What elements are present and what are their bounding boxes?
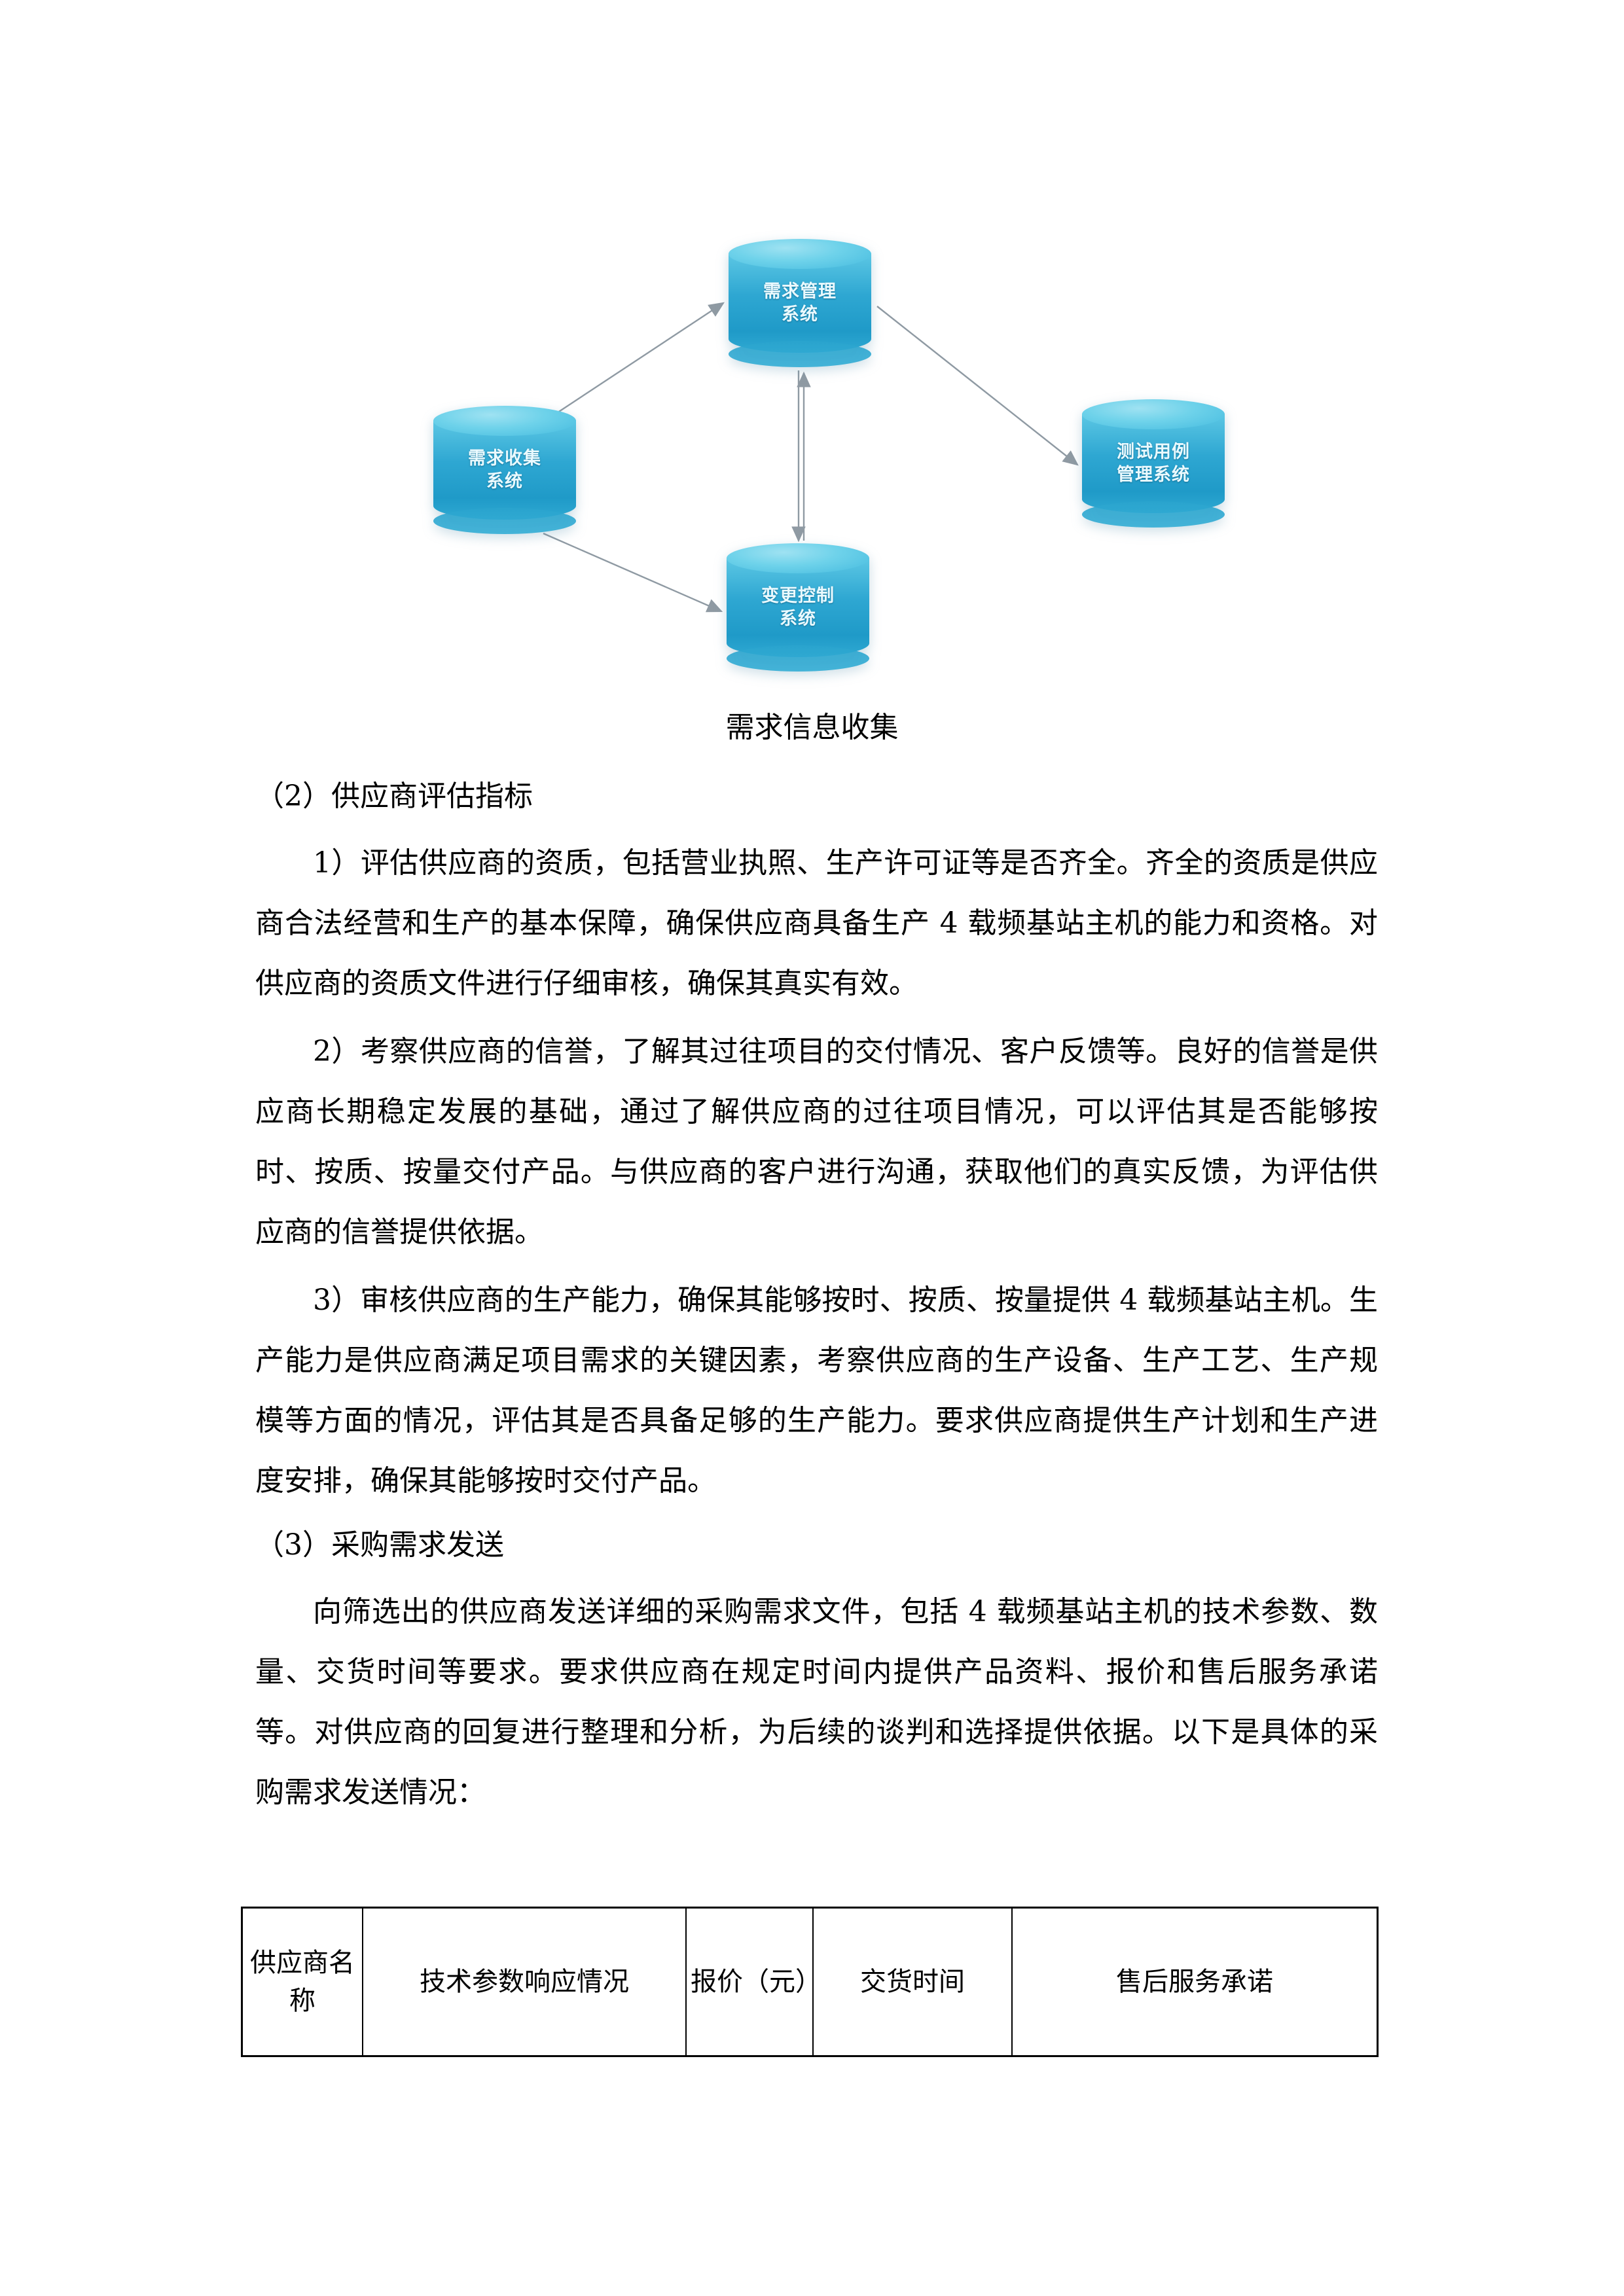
cylinder-icon: [1082, 399, 1225, 528]
diagram-arrows-layer: [537, 302, 1079, 613]
table-header-technical-parameters: 技术参数响应情况: [362, 1907, 687, 2056]
arrow-management-to-test-case: [876, 306, 1079, 466]
table-header-quoted-price: 报价（元）: [685, 1907, 821, 2056]
paragraph-3-1: 向筛选出的供应商发送详细的采购需求文件，包括 4 载频基站主机的技术参数、数量、…: [255, 1595, 1378, 1809]
node-test-case-management-system[interactable]: 测试用例 管理系统: [1082, 399, 1225, 528]
paragraph-2-3: 3）审核供应商的生产能力，确保其能够按时、按质、按量提供 4 载频基站主机。生产…: [255, 1283, 1378, 1498]
arrow-collection-to-change-control: [543, 532, 723, 613]
table-header-row: 供应商名称 技术参数响应情况 报价（元） 交货时间 售后服务承诺: [242, 1907, 1378, 2056]
figure-caption: 需求信息收集: [725, 711, 899, 744]
paragraph-2-2: 2）考察供应商的信誉，了解其过往项目的交付情况、客户反馈等。良好的信誉是供应商长…: [255, 1035, 1378, 1249]
procurement-table-wrapper: 供应商名称 技术参数响应情况 报价（元） 交货时间 售后服务承诺: [241, 1907, 1379, 2057]
table-header-after-sales-commitment: 售后服务承诺: [1011, 1907, 1378, 2056]
section-heading-2: （2）供应商评估指标: [255, 780, 533, 813]
cylinder-icon: [727, 543, 869, 672]
node-requirement-collection-system[interactable]: 需求收集 系统: [433, 406, 576, 534]
paragraph-2-1: 1）评估供应商的资质，包括营业执照、生产许可证等是否齐全。齐全的资质是供应商合法…: [255, 846, 1378, 1000]
node-requirement-management-system[interactable]: 需求管理 系统: [729, 239, 871, 367]
node-change-control-system[interactable]: 变更控制 系统: [727, 543, 869, 672]
section-heading-3: （3）采购需求发送: [255, 1528, 504, 1562]
cylinder-icon: [729, 239, 871, 367]
system-architecture-diagram: 需求管理 系统 需求收集 系统 测试用例 管理系统: [393, 209, 1257, 707]
arrow-collection-to-management: [537, 302, 725, 427]
cylinder-icon: [433, 406, 576, 534]
document-body: （2）供应商评估指标 1）评估供应商的资质，包括营业执照、生产许可证等是否齐全。…: [255, 782, 1378, 1831]
procurement-requirement-table: 供应商名称 技术参数响应情况 报价（元） 交货时间 售后服务承诺: [241, 1907, 1379, 2057]
table-header-supplier-name: 供应商名称: [242, 1907, 363, 2056]
table-header-delivery-time: 交货时间: [812, 1907, 1013, 2056]
